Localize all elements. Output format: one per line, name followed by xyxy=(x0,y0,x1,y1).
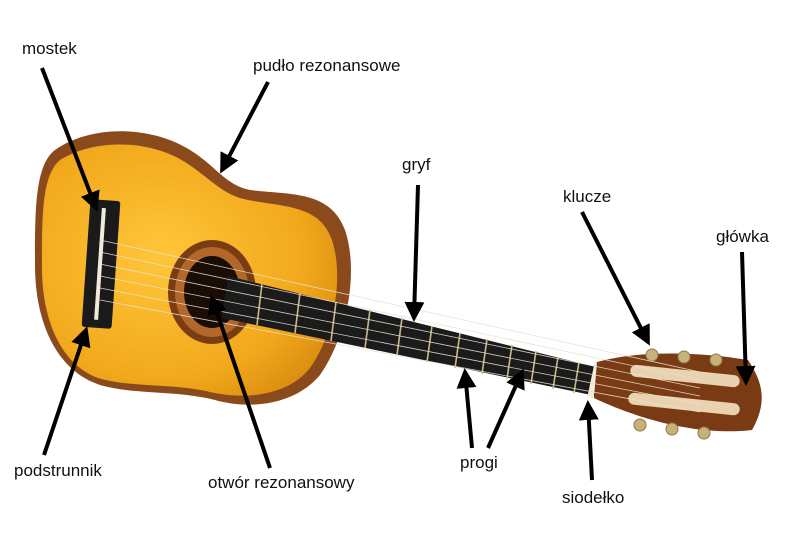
headstock xyxy=(594,353,762,432)
saddle xyxy=(94,207,106,320)
arrow-pudlo xyxy=(220,81,270,174)
tuning-pegs xyxy=(633,348,723,440)
strings xyxy=(99,239,701,413)
arrow-mostek xyxy=(40,67,100,212)
arrow-progi-right xyxy=(486,368,525,449)
label-podstrunnik: podstrunnik xyxy=(14,461,102,480)
label-mostek: mostek xyxy=(22,39,77,58)
label-glowka: główka xyxy=(716,227,769,246)
pointer-arrows xyxy=(40,67,756,481)
arrow-glowka xyxy=(735,251,756,386)
label-pudlo-rezonansowe: pudło rezonansowe xyxy=(253,56,401,75)
label-gryf: gryf xyxy=(402,155,431,174)
arrow-siodelko xyxy=(578,400,599,481)
arrow-otwor xyxy=(207,294,272,469)
arrow-gryf xyxy=(404,184,425,322)
label-siodelko: siodełko xyxy=(562,488,625,507)
label-progi: progi xyxy=(460,453,498,472)
arrow-progi-left xyxy=(456,368,477,449)
label-otwor-rezonansowy: otwór rezonansowy xyxy=(208,473,355,492)
label-klucze: klucze xyxy=(563,187,612,206)
arrow-klucze xyxy=(580,211,650,346)
arrow-podstrunnik xyxy=(42,326,91,456)
